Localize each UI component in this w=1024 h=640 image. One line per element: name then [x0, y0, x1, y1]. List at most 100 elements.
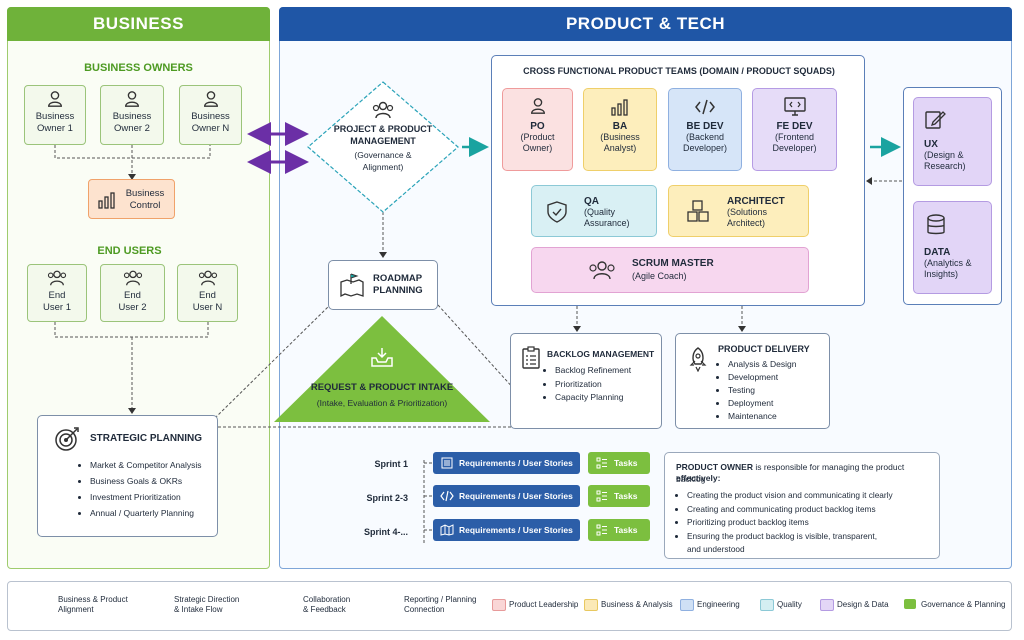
arch-sub2: Architect)	[727, 218, 766, 228]
product-owner-note: PRODUCT OWNER is responsible for managin…	[664, 452, 940, 559]
team-be-dev[interactable]: BE DEV (Backend Developer)	[668, 88, 742, 171]
delivery-list: Analysis & Design Development Testing De…	[716, 358, 826, 423]
team-ba[interactable]: BA (Business Analyst)	[583, 88, 657, 171]
team-qa[interactable]: QA (Quality Assurance)	[531, 185, 657, 237]
arch-sub1: (Solutions	[727, 207, 768, 217]
group-icon	[589, 261, 615, 280]
sprint-3-task-label: Tasks	[614, 525, 638, 535]
request-product-intake[interactable]: REQUEST & PRODUCT INTAKE (Intake, Evalua…	[274, 346, 490, 409]
ux-card[interactable]: UX (Design & Research)	[913, 97, 992, 186]
bar-chart-icon	[611, 99, 628, 116]
user-1-line1: End	[48, 290, 66, 301]
person-icon	[48, 91, 62, 107]
sprint-label: Sprint 1	[374, 459, 408, 469]
ux-sub1: (Design &	[924, 150, 964, 160]
strategic-item: Annual / Quarterly Planning	[90, 506, 218, 520]
po-sub2: Owner)	[522, 143, 553, 153]
strategic-item: Market & Competitor Analysis	[90, 458, 218, 472]
be-title: BE DEV	[686, 121, 724, 132]
delivery-item: Testing	[728, 384, 826, 397]
scrum-title: SCRUM MASTER	[632, 258, 714, 269]
team-scrum-master[interactable]: SCRUM MASTER (Agile Coach)	[531, 247, 809, 293]
legend-color-label: Design & Data	[837, 600, 889, 609]
person-icon	[125, 91, 139, 107]
product-header: PRODUCT & TECH	[279, 7, 1012, 41]
user-2-line1: End	[124, 290, 141, 301]
code-icon	[695, 99, 715, 115]
map-flag-icon	[340, 273, 364, 298]
fe-sub1: (Frontend	[774, 132, 815, 142]
end-user-2-card[interactable]: End User 2	[100, 264, 165, 322]
owner-1-line2: Owner 1	[37, 123, 73, 134]
sprint-3-tasks-button[interactable]: Tasks	[588, 519, 650, 541]
po-note-rest1: is responsible for managing the product …	[676, 462, 905, 484]
sprint-2-requirements-button[interactable]: Requirements / User Stories	[433, 485, 580, 507]
be-sub2: Developer)	[682, 143, 728, 153]
po-sub1: (Product	[520, 132, 555, 142]
tasks-icon	[596, 490, 607, 502]
list-icon	[441, 457, 453, 469]
ux-title: UX	[924, 139, 938, 150]
business-control-card[interactable]: Business Control	[88, 179, 175, 219]
legend-strategic: Strategic Direction & Intake Flow	[174, 595, 239, 615]
roadmap-planning-box[interactable]: ROADMAP PLANNING	[328, 260, 438, 310]
owner-n-line1: Business	[191, 111, 230, 122]
users-icon	[198, 270, 217, 286]
edit-icon	[925, 111, 946, 129]
legend-swatch-business-analysis	[584, 599, 598, 611]
backlog-management-box[interactable]: BACKLOG MANAGEMENT Backlog Refinement Pr…	[510, 333, 662, 429]
person-icon	[203, 91, 218, 107]
inbox-icon	[371, 348, 393, 367]
sprint-1-req-label: Requirements / User Stories	[459, 458, 573, 468]
sprint-3-req-label: Requirements / User Stories	[459, 525, 573, 535]
legend-color-label: Engineering	[697, 600, 740, 609]
qa-sub1: (Quality	[584, 207, 616, 217]
po-note-item: Creating and communicating product backl…	[687, 503, 937, 517]
team-po[interactable]: PO (Product Owner)	[502, 88, 573, 171]
business-owner-2-card[interactable]: Business Owner 2	[100, 85, 164, 145]
scrum-sub1: (Agile Coach)	[632, 271, 687, 281]
shield-check-icon	[547, 201, 567, 223]
business-owner-1-card[interactable]: Business Owner 1	[24, 85, 86, 145]
legend-color-label: Product Leadership	[509, 600, 579, 609]
sprint-2-tasks-button[interactable]: Tasks	[588, 485, 650, 507]
data-card[interactable]: DATA (Analytics & Insights)	[913, 201, 992, 294]
strategic-planning-box[interactable]: STRATEGIC PLANNING Market & Competitor A…	[37, 415, 218, 537]
owner-2-line1: Business	[112, 111, 152, 122]
strategic-title: STRATEGIC PLANNING	[90, 433, 203, 444]
sprint-1-requirements-button[interactable]: Requirements / User Stories	[433, 452, 580, 474]
po-note-item: Prioritizing product backlog items	[687, 516, 937, 530]
legend-swatch-quality	[760, 599, 774, 611]
product-delivery-box[interactable]: PRODUCT DELIVERY Analysis & Design Devel…	[675, 333, 830, 429]
sprint-2-task-label: Tasks	[614, 491, 638, 501]
intake-title: REQUEST & PRODUCT INTAKE	[310, 382, 454, 393]
roadmap-line1: ROADMAP	[373, 273, 423, 284]
team-architect[interactable]: ARCHITECT (Solutions Architect)	[668, 185, 809, 237]
end-user-1-card[interactable]: End User 1	[27, 264, 87, 322]
delivery-item: Development	[728, 371, 826, 384]
legend-label: & Feedback	[303, 605, 346, 614]
code-icon	[440, 490, 454, 502]
be-sub1: (Backend	[685, 132, 725, 142]
control-line1: Business	[125, 188, 165, 199]
business-owners-title: BUSINESS OWNERS	[84, 62, 193, 74]
team-fe-dev[interactable]: FE DEV (Frontend Developer)	[752, 88, 837, 171]
end-user-n-card[interactable]: End User N	[177, 264, 238, 322]
checklist-icon	[522, 346, 540, 369]
qa-title: QA	[584, 196, 599, 207]
sprint-label: Sprint 2-3	[366, 493, 408, 503]
business-owner-n-card[interactable]: Business Owner N	[179, 85, 242, 145]
sprint-1-tasks-button[interactable]: Tasks	[588, 452, 650, 474]
sprint-3-requirements-button[interactable]: Requirements / User Stories	[433, 519, 580, 541]
bar-chart-icon	[98, 192, 115, 209]
legend-label: & Intake Flow	[174, 605, 223, 614]
project-product-management[interactable]: PROJECT & PRODUCT MANAGEMENT (Governance…	[318, 100, 448, 173]
business-header: BUSINESS	[7, 7, 270, 41]
legend-reporting: Reporting / Planning Connection	[404, 595, 477, 615]
arch-title: ARCHITECT	[727, 196, 785, 207]
fe-sub2: Developer)	[772, 143, 817, 153]
delivery-title: PRODUCT DELIVERY	[718, 344, 810, 354]
legend-color-label: Business & Analysis	[601, 600, 673, 609]
legend-label: Collaboration	[303, 595, 351, 604]
